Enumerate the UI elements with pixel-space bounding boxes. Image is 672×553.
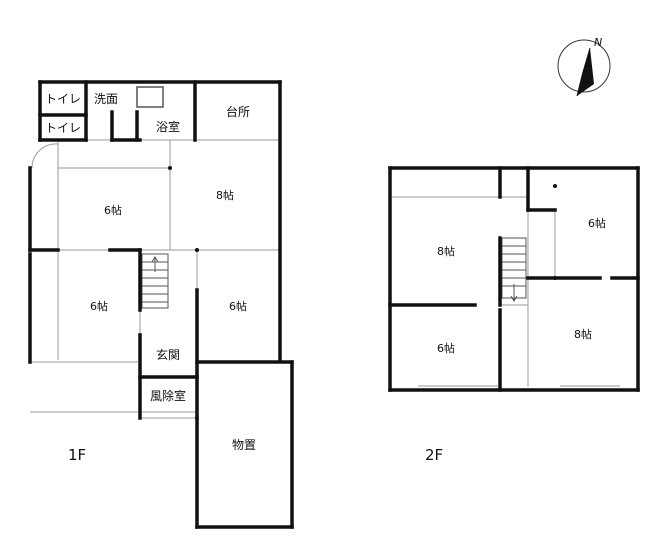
floor-label-2f: 2F	[425, 446, 443, 464]
room-label-entrance: 玄関	[156, 347, 180, 362]
room-label-bathroom: 浴室	[156, 119, 180, 134]
bathtub	[136, 86, 164, 108]
room-label-toilet-1: トイレ	[45, 92, 81, 106]
room-label-6jo-southeast: 6帖	[229, 300, 247, 313]
room-label-toilet-2: トイレ	[45, 121, 81, 135]
room-label-kitchen: 台所	[226, 104, 250, 119]
1f-column-dots	[168, 166, 199, 252]
room-label-6jo-northeast: 6帖	[588, 217, 606, 230]
room-label-washroom: 洗面	[94, 92, 118, 106]
room-label-windbreak-room: 風除室	[150, 388, 186, 403]
north-arrow-icon: N	[557, 36, 611, 97]
floor-1f: トイレ トイレ 洗面 浴室 台所 6帖 8帖 6帖 6帖 玄関 風除室 物置 1…	[28, 80, 294, 529]
room-label-6jo-southwest: 6帖	[437, 342, 455, 355]
2f-thin-lines	[390, 190, 620, 387]
2f-walls	[388, 166, 640, 392]
room-label-6jo-northwest: 6帖	[104, 204, 122, 217]
floor-2f: 8帖 6帖 6帖 8帖 2F	[388, 166, 640, 464]
compass-north-label: N	[594, 36, 602, 49]
room-label-6jo-southwest: 6帖	[90, 300, 108, 313]
stairs-2f	[501, 237, 527, 302]
1f-room-labels: トイレ トイレ 洗面 浴室 台所 6帖 8帖 6帖 6帖 玄関 風除室 物置	[45, 92, 256, 452]
room-label-8jo-west: 8帖	[437, 245, 455, 258]
room-label-8jo-east: 8帖	[574, 328, 592, 341]
floor-label-1f: 1F	[68, 446, 86, 464]
room-label-8jo: 8帖	[216, 189, 234, 202]
room-label-storage: 物置	[232, 438, 256, 452]
2f-room-labels: 8帖 6帖 6帖 8帖	[437, 217, 606, 355]
1f-walls	[28, 80, 294, 529]
stairs-1f	[141, 253, 169, 309]
2f-column-dots	[553, 184, 557, 280]
